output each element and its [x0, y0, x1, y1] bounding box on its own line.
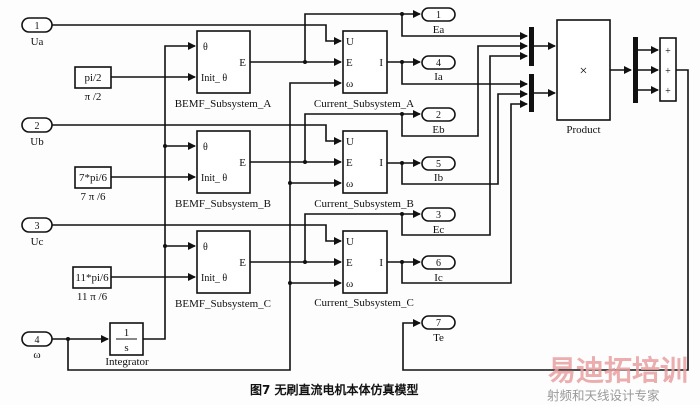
constant-value: 7*pi/6	[79, 172, 108, 184]
bemf-subsystem-a[interactable]: θ Init_ θ E BEMF_Subsystem_A	[175, 30, 272, 110]
port-theta: θ	[203, 142, 208, 153]
integrator-denominator: s	[124, 342, 128, 354]
bemf-subsystem-c[interactable]: θ Init_ θ E BEMF_Subsystem_C	[175, 230, 271, 310]
constant-label: 11 π /6	[77, 291, 108, 303]
integrator-block[interactable]: 1 s Integrator	[105, 322, 149, 368]
inport-uc[interactable]: 3 Uc	[21, 217, 53, 248]
outport-ea[interactable]: 1 Ea	[421, 7, 456, 36]
inport-number: 2	[35, 121, 40, 132]
inport-number: 3	[35, 221, 40, 232]
inport-label: Ua	[31, 36, 44, 48]
outport-number: 5	[436, 159, 441, 170]
outport-number: 4	[436, 58, 441, 69]
port-omega: ω	[346, 78, 353, 90]
block-label: Current_Subsystem_B	[314, 198, 414, 210]
demux[interactable]	[633, 37, 638, 103]
multiply-icon: ×	[580, 64, 588, 79]
product-block[interactable]: × Product	[556, 19, 611, 136]
inport-label: ω	[33, 349, 40, 361]
inport-label: Ub	[30, 136, 44, 148]
outport-number: 7	[436, 318, 441, 329]
block-label: BEMF_Subsystem_A	[175, 98, 272, 110]
constant-11pi-6[interactable]: 11*pi/6 11 π /6	[72, 266, 112, 303]
port-init-theta: Init_ θ	[201, 73, 227, 84]
port-e: E	[346, 57, 353, 69]
current-subsystem-c[interactable]: U E ω I Current_Subsystem_C	[314, 230, 414, 309]
watermark-slogan: 射频和天线设计专家	[547, 388, 660, 403]
plus-sign: +	[665, 46, 671, 57]
outport-te[interactable]: 7 Te	[421, 315, 456, 344]
plus-sign: +	[665, 86, 671, 97]
current-subsystem-b[interactable]: U E ω I Current_Subsystem_B	[314, 130, 414, 210]
port-theta: θ	[203, 242, 208, 253]
port-i: I	[379, 57, 383, 69]
figure-caption: 图7 无刷直流电机本体仿真模型	[250, 382, 419, 397]
outport-label: Ic	[434, 272, 443, 284]
inport-number: 4	[35, 335, 40, 346]
block-label: Current_Subsystem_C	[314, 297, 414, 309]
outport-ib[interactable]: 5 Ib	[421, 156, 456, 184]
outport-label: Ib	[434, 172, 444, 184]
outport-ec[interactable]: 3 Ec	[421, 207, 456, 236]
constant-7pi-6[interactable]: 7*pi/6 7 π /6	[74, 166, 112, 203]
outport-label: Eb	[432, 124, 445, 136]
port-e: E	[346, 157, 353, 169]
port-u: U	[346, 136, 354, 148]
mux-i[interactable]	[529, 74, 534, 112]
outport-ic[interactable]: 6 Ic	[421, 255, 456, 284]
port-theta: θ	[203, 42, 208, 53]
inport-omega[interactable]: 4 ω	[21, 331, 53, 361]
plus-sign: +	[665, 66, 671, 77]
outport-number: 1	[436, 10, 441, 21]
port-e: E	[346, 257, 353, 269]
mux-e[interactable]	[529, 27, 534, 66]
block-label: Product	[566, 124, 600, 136]
outport-label: Ea	[433, 24, 445, 36]
integrator-numerator: 1	[124, 327, 130, 339]
constant-pi-2[interactable]: pi/2 π /2	[74, 66, 112, 103]
port-e: E	[239, 257, 246, 269]
port-init-theta: Init_ θ	[201, 273, 227, 284]
watermark-logo: 易迪拓培训	[548, 354, 688, 387]
inport-ua[interactable]: 1 Ua	[21, 17, 53, 48]
outport-label: Ec	[433, 224, 445, 236]
junction-dots	[66, 12, 404, 341]
outport-number: 3	[436, 210, 441, 221]
outport-ia[interactable]: 4 Ia	[421, 55, 456, 83]
signal-wires	[52, 10, 689, 371]
constant-value: 11*pi/6	[75, 272, 109, 284]
constant-value: pi/2	[84, 72, 101, 84]
port-e: E	[239, 157, 246, 169]
constant-label: π /2	[85, 91, 102, 103]
block-label: BEMF_Subsystem_B	[175, 198, 271, 210]
sum-block[interactable]: + + +	[659, 37, 677, 102]
outport-number: 6	[436, 258, 441, 269]
current-subsystem-a[interactable]: U E ω I Current_Subsystem_A	[314, 30, 414, 110]
port-i: I	[379, 257, 383, 269]
inport-ub[interactable]: 2 Ub	[21, 117, 53, 148]
outport-eb[interactable]: 2 Eb	[421, 107, 456, 136]
port-init-theta: Init_ θ	[201, 173, 227, 184]
block-label: Current_Subsystem_A	[314, 98, 414, 110]
port-i: I	[379, 157, 383, 169]
port-u: U	[346, 236, 354, 248]
constant-label: 7 π /6	[80, 191, 106, 203]
outport-number: 2	[436, 110, 441, 121]
port-u: U	[346, 36, 354, 48]
block-label: Integrator	[105, 356, 149, 368]
port-e: E	[239, 57, 246, 69]
inport-label: Uc	[31, 236, 44, 248]
port-omega: ω	[346, 178, 353, 190]
block-label: BEMF_Subsystem_C	[175, 298, 271, 310]
port-omega: ω	[346, 278, 353, 290]
inport-number: 1	[35, 21, 40, 32]
outport-label: Te	[433, 332, 444, 344]
bemf-subsystem-b[interactable]: θ Init_ θ E BEMF_Subsystem_B	[175, 130, 271, 210]
outport-label: Ia	[434, 71, 443, 83]
